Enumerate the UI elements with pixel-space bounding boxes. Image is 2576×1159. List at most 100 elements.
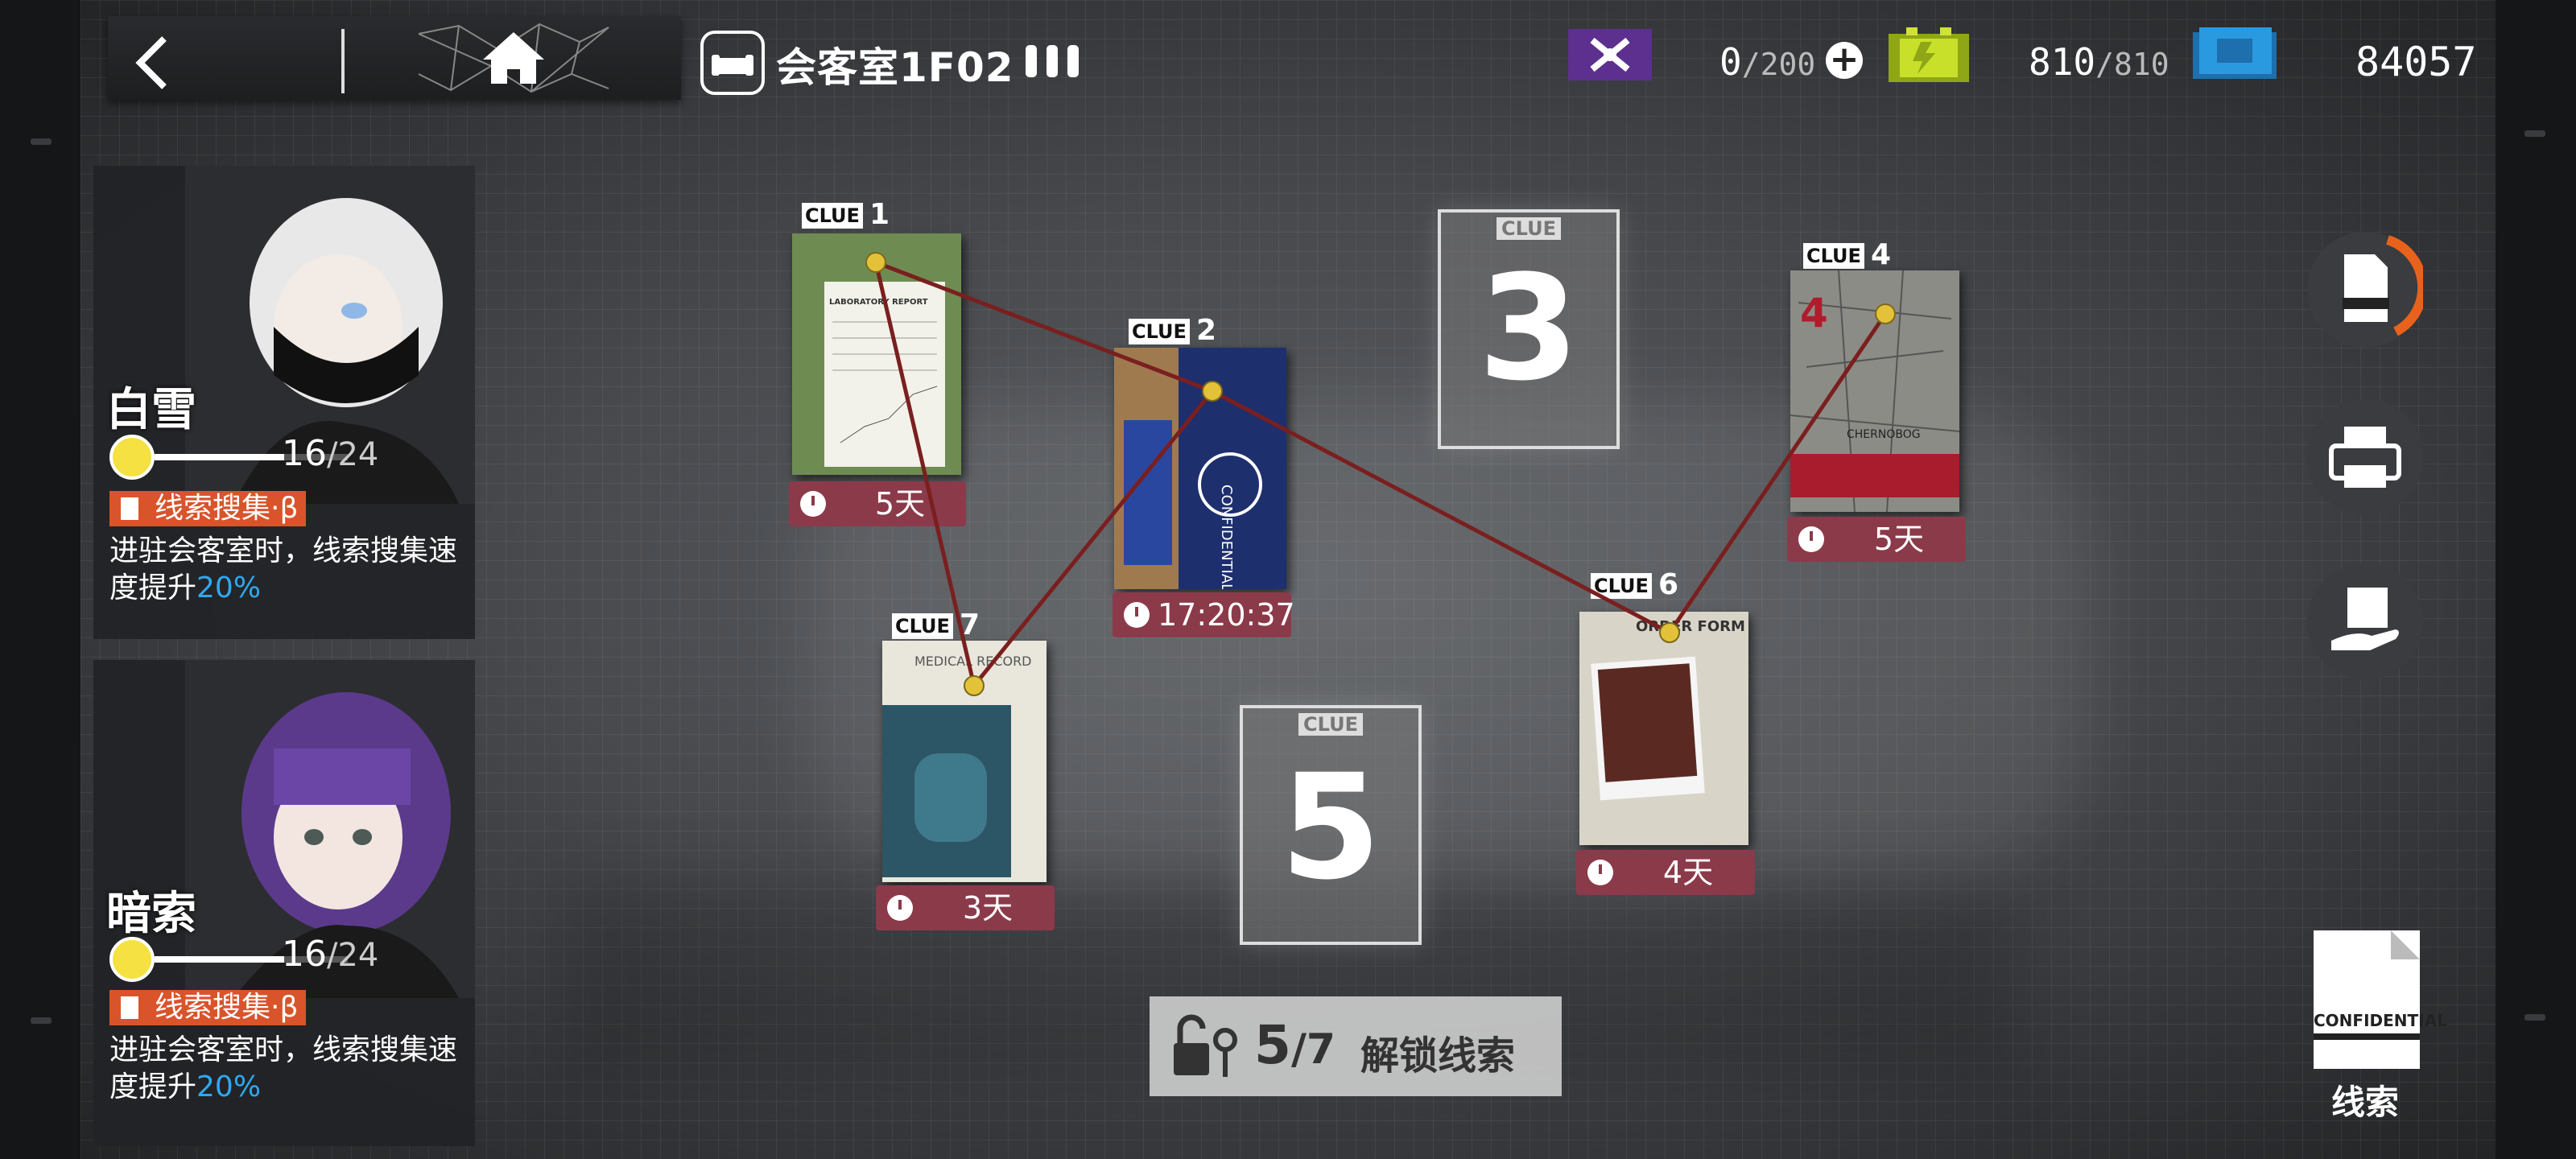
home-button[interactable] [411, 18, 617, 98]
mood-bar [155, 956, 348, 963]
originium-icon [2193, 27, 2277, 79]
skill-bonus: 20% [196, 1070, 262, 1103]
string-4-6 [1667, 312, 1888, 634]
mood-max: /24 [327, 937, 379, 974]
clue-timer-2: 17:20:37 [1113, 592, 1295, 637]
seal-icon [1198, 452, 1262, 517]
edge-tick [2524, 1014, 2545, 1021]
report-paper: LABORATORY REPORT [824, 282, 945, 467]
russian-banner [1790, 454, 1959, 497]
clue-tag: CLUE [1129, 319, 1190, 344]
clue-number: 4 [1870, 238, 1891, 271]
svg-text:4: 4 [1800, 290, 1828, 336]
room-title: 会客室1F02 [776, 44, 1014, 91]
unlock-icon [1174, 1014, 1237, 1077]
operator-panel-2[interactable]: 暗索 16/24 线索搜集·β 进驻会客室时，线索搜集速度提升20% [93, 660, 475, 1146]
mood-max: /24 [327, 436, 379, 473]
mood-value: 16/24 [282, 934, 379, 975]
clock-icon [1124, 602, 1150, 628]
pin-icon [1202, 381, 1223, 402]
report-graph [832, 321, 938, 443]
unlock-count: 5/7 [1254, 1014, 1336, 1076]
clue-card-4[interactable]: 4 CHERNOBOG [1790, 270, 1959, 512]
clock-icon [1587, 860, 1613, 885]
document-icon [121, 996, 138, 1019]
unlock-clue-button[interactable]: 5/7 解锁线索 [1150, 996, 1562, 1096]
mood-face-icon [109, 937, 155, 982]
sanity-value: 810/810 [2029, 40, 2169, 84]
room-level-icon [1026, 45, 1079, 77]
sofa-icon [700, 31, 765, 95]
card-text: CHERNOBOG [1847, 428, 1921, 441]
clue-card-7[interactable]: MEDICAL RECORD [882, 641, 1046, 882]
pin-icon [865, 252, 886, 273]
skill-badge: 线索搜集·β [109, 491, 307, 526]
drone-count: 0/200 [1719, 40, 1816, 84]
pin-icon [1875, 303, 1896, 324]
skill-name: 线索搜集·β [155, 492, 299, 525]
clue-tag: CLUE [1496, 217, 1561, 240]
xray-film [882, 705, 1011, 877]
print-button[interactable] [2307, 399, 2423, 515]
timer-text: 5天 [1873, 522, 1925, 557]
skill-name: 线索搜集·β [155, 991, 299, 1024]
clue-number: 6 [1657, 568, 1678, 601]
home-icon [483, 32, 544, 84]
originium-value: 84057 [2355, 39, 2477, 85]
mood-face-icon [109, 435, 155, 480]
card-text: LABORATORY REPORT [829, 298, 928, 307]
printer-icon [2329, 427, 2401, 488]
clue-tag: CLUE [1298, 713, 1363, 736]
skill-badge: 线索搜集·β [109, 990, 307, 1025]
clock-icon [1798, 526, 1824, 552]
clock-icon [800, 491, 826, 517]
clue-exchange-button[interactable] [2307, 232, 2428, 348]
edge-tick [31, 138, 52, 145]
clock-icon [887, 895, 913, 921]
clue-number: 1 [869, 198, 890, 231]
unlock-label: 解锁线索 [1360, 1033, 1516, 1079]
xray-image [914, 753, 987, 842]
edge-tick [31, 1017, 52, 1024]
drone-max: /200 [1741, 47, 1816, 82]
pin-icon [1659, 622, 1680, 643]
give-clue-button[interactable] [2307, 563, 2423, 679]
operator-name: 暗索 [106, 888, 196, 940]
mood-indicator [109, 435, 351, 483]
right-edge [2496, 0, 2576, 1159]
hand-document-icon [2331, 588, 2399, 650]
add-drone-button[interactable]: + [1826, 42, 1863, 79]
mood-fill [155, 454, 284, 460]
operator-portrait [185, 660, 475, 998]
skill-description: 进驻会客室时，线索搜集速度提升20% [109, 1033, 458, 1103]
string-1-7 [873, 262, 976, 687]
operator-panel-1[interactable]: 白雪 16/24 线索搜集·β 进驻会客室时，线索搜集速度提升20% [93, 166, 475, 639]
clue-slot-3[interactable]: CLUE 3 [1438, 209, 1620, 449]
map-pattern: 4 [1790, 270, 1959, 512]
sanity-battery-icon [1889, 27, 1969, 82]
left-edge [0, 0, 80, 1159]
confidential-text: CONFIDENTIAL [2314, 1011, 2447, 1030]
string-2-6 [1211, 389, 1671, 635]
card-text: MEDICAL RECORD [914, 654, 1032, 669]
confidential-doc-icon [2343, 235, 2428, 336]
document-icon [121, 497, 138, 520]
chevron-left-icon [135, 36, 167, 89]
confidential-file-icon [2314, 930, 2420, 1040]
back-button[interactable] [121, 29, 188, 97]
edge-tick [2524, 130, 2545, 137]
clue-list-button[interactable]: CONFIDENTIAL [2314, 930, 2447, 1069]
skill-bonus: 20% [196, 571, 262, 604]
unlock-total: /7 [1290, 1025, 1336, 1074]
clue-slot-5[interactable]: CLUE 5 [1240, 705, 1422, 945]
operator-portrait [185, 166, 475, 504]
clue-tag: CLUE [892, 613, 953, 639]
timer-text: 17:20:37 [1158, 597, 1295, 633]
string-2-7 [972, 390, 1214, 687]
clue-number: 2 [1195, 314, 1216, 347]
clue-list-label: 线索 [2331, 1083, 2400, 1122]
clue-tag: CLUE [1803, 243, 1864, 269]
